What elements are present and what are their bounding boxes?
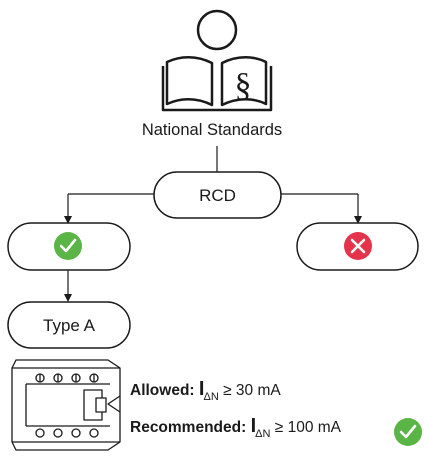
page-title: National Standards (141, 121, 283, 139)
rcd-breaker-device-icon (11, 359, 121, 451)
arrowheads (64, 216, 362, 302)
type-a-node (7, 301, 131, 349)
person-head-icon (196, 9, 238, 51)
rcd-label: RCD (199, 186, 236, 205)
recommended-check-circle-icon (394, 418, 422, 446)
section-sign-icon: § (235, 67, 252, 104)
rcd-node (153, 171, 282, 219)
recommended-label: Recommended: (130, 419, 247, 436)
current-subscript: ΔN (203, 391, 219, 403)
check-circle-icon (54, 232, 82, 260)
allowed-value: ≥ 30 mA (223, 382, 281, 399)
flow-connectors (67, 146, 359, 296)
current-subscript: ΔN (255, 428, 271, 440)
recommended-value: ≥ 100 mA (274, 419, 341, 436)
allowed-label: Allowed: (130, 382, 195, 399)
recommended-spec: Recommended: IΔN ≥ 100 mA (130, 415, 341, 440)
book-with-section-sign-icon: § (161, 56, 273, 112)
x-circle-icon (344, 232, 372, 260)
type-a-label: Type A (43, 316, 95, 335)
allowed-spec: Allowed: IΔN ≥ 30 mA (130, 378, 281, 403)
current-symbol: I (198, 378, 205, 400)
current-symbol: I (250, 415, 257, 437)
